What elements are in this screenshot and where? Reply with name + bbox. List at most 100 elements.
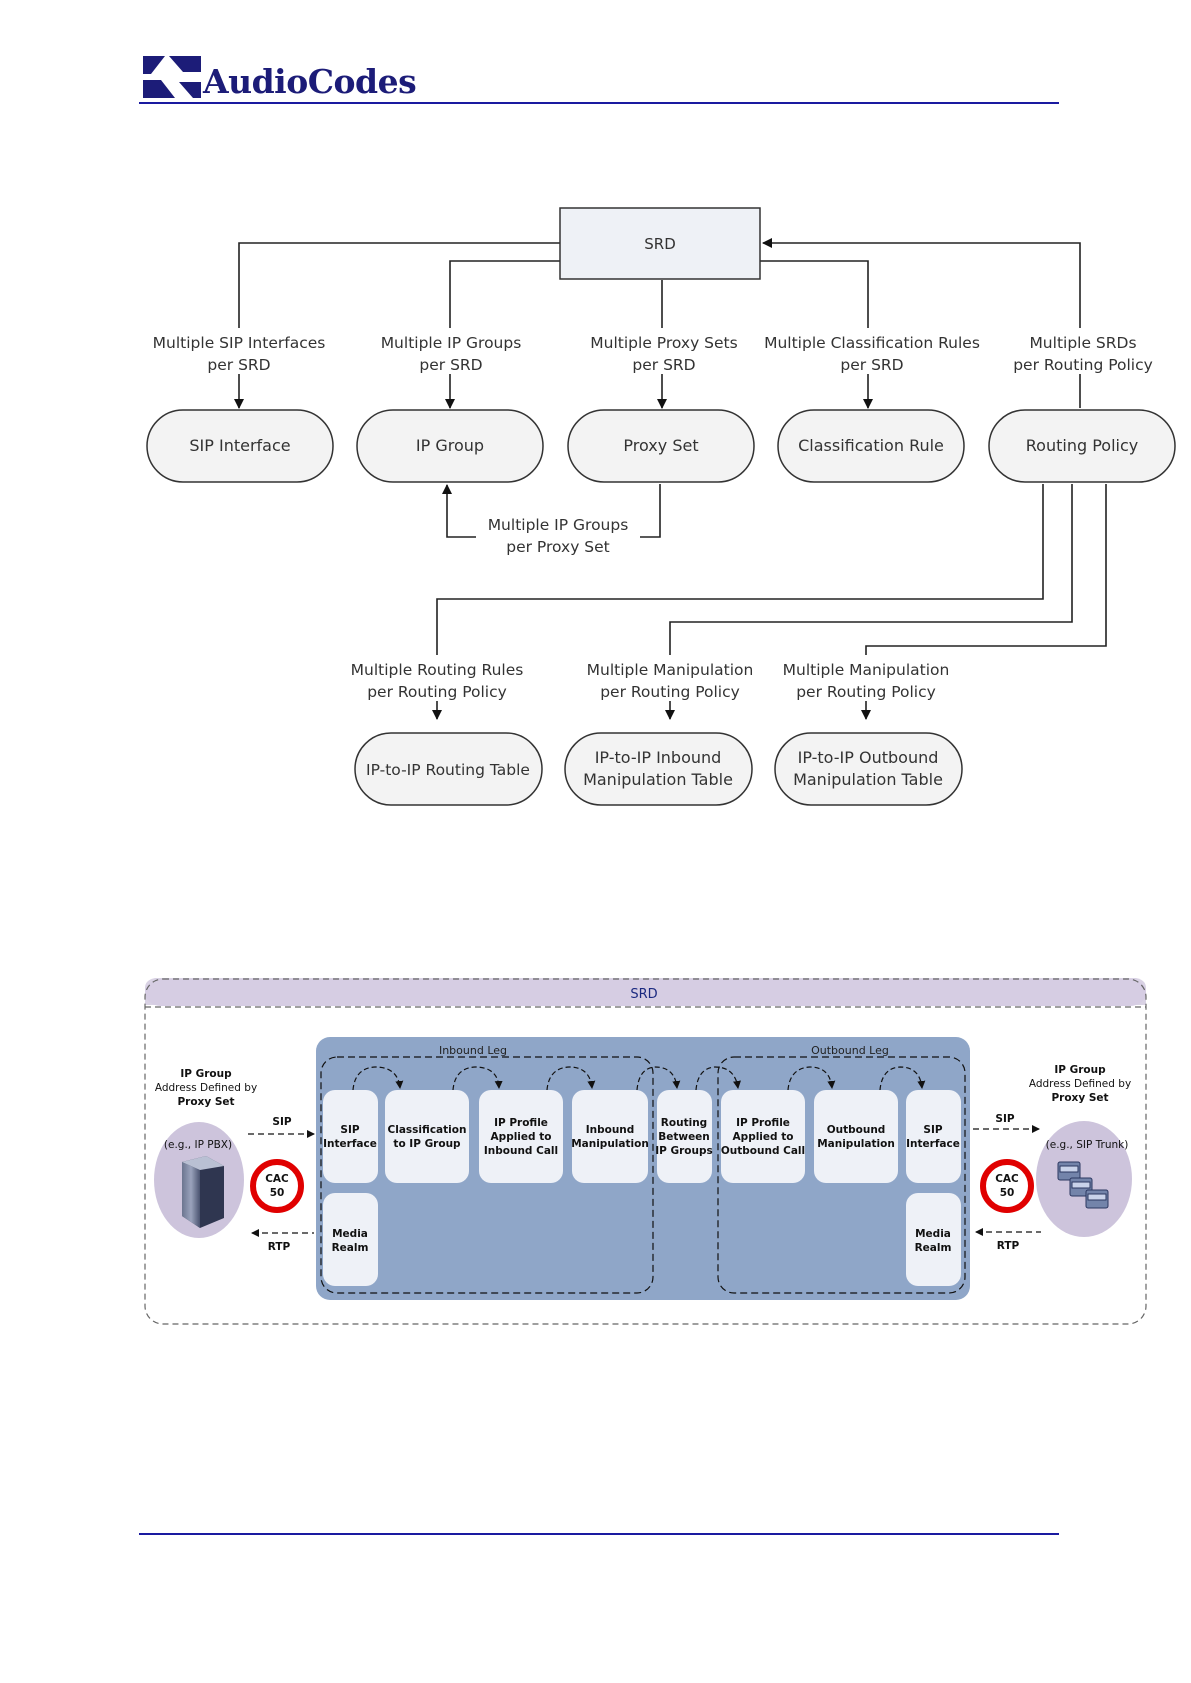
block-ip-profile-out-l1: IP Profile bbox=[736, 1117, 790, 1129]
cac-sign-left: CAC 50 bbox=[250, 1159, 304, 1213]
block-media-realm-in-l2: Realm bbox=[332, 1242, 369, 1254]
block-routing-l1: Routing bbox=[661, 1117, 707, 1129]
right-group-l1: IP Group bbox=[1054, 1064, 1106, 1076]
inbound-leg-frame bbox=[320, 1056, 654, 1294]
audiocodes-logo-icon bbox=[143, 56, 201, 98]
block-sip-interface-in bbox=[323, 1090, 378, 1183]
block-ip-profile-out bbox=[721, 1090, 805, 1183]
block-ip-profile-out-l2: Applied to bbox=[733, 1131, 794, 1143]
node-routing-table bbox=[354, 732, 543, 806]
node-routing-table-label: IP-to-IP Routing Table bbox=[366, 761, 530, 779]
block-media-realm-out bbox=[906, 1193, 961, 1286]
inbound-leg-label: Inbound Leg bbox=[439, 1044, 507, 1057]
node-inbound-manip-l2: Manipulation Table bbox=[583, 770, 733, 789]
node-proxy-set bbox=[567, 409, 755, 483]
srd-label: SRD bbox=[644, 235, 676, 253]
srd-call-flow-diagram: SRD Inbound Leg Outbound Leg SIP Interfa… bbox=[144, 978, 1147, 1325]
block-inbound-manip-l2: Manipulation bbox=[571, 1138, 649, 1150]
phone-icon bbox=[1057, 1161, 1109, 1209]
node-outbound-manip-l1: IP-to-IP Outbound bbox=[798, 748, 939, 767]
rtp-label-left: RTP bbox=[268, 1241, 291, 1253]
block-sip-interface-in-l1: SIP bbox=[340, 1124, 359, 1136]
block-media-realm-out-l2: Realm bbox=[915, 1242, 952, 1254]
node-routing-policy bbox=[988, 409, 1176, 483]
ip-pbx-icon bbox=[182, 1156, 224, 1228]
label-manip-out-l1: Multiple Manipulation bbox=[783, 661, 950, 679]
node-classification-rule-label: Classification Rule bbox=[798, 436, 944, 455]
block-outbound-manip-l2: Manipulation bbox=[817, 1138, 895, 1150]
block-routing-l2: Between bbox=[658, 1131, 710, 1143]
block-inbound-manip-l1: Inbound bbox=[586, 1124, 635, 1136]
brand-name: AudioCodes bbox=[203, 62, 417, 101]
left-device-label: (e.g., IP PBX) bbox=[164, 1139, 232, 1151]
block-media-realm-in-l1: Media bbox=[332, 1228, 368, 1240]
block-ip-profile-in bbox=[479, 1090, 563, 1183]
block-ip-profile-in-l1: IP Profile bbox=[494, 1117, 548, 1129]
node-sip-interface bbox=[146, 409, 334, 483]
block-media-realm-in bbox=[323, 1193, 378, 1286]
left-group-l1: IP Group bbox=[180, 1068, 232, 1080]
label-routing-rules-l2: per Routing Policy bbox=[367, 683, 507, 701]
label-ip-groups-l2: per SRD bbox=[419, 356, 482, 374]
right-device-label: (e.g., SIP Trunk) bbox=[1046, 1139, 1129, 1151]
node-ip-group-label: IP Group bbox=[416, 436, 484, 455]
node-routing-policy-label: Routing Policy bbox=[1026, 436, 1138, 455]
left-group-l3: Proxy Set bbox=[177, 1096, 234, 1108]
block-classification bbox=[385, 1090, 469, 1183]
block-sip-interface-out bbox=[906, 1090, 961, 1183]
label-manip-in-l1: Multiple Manipulation bbox=[587, 661, 754, 679]
label-proxy-sets-l2: per SRD bbox=[632, 356, 695, 374]
label-manip-in-l2: per Routing Policy bbox=[600, 683, 740, 701]
sip-label-left: SIP bbox=[272, 1116, 291, 1128]
label-srds-l1: Multiple SRDs bbox=[1029, 334, 1136, 352]
header-rule bbox=[139, 102, 1059, 104]
cac-right-l1: CAC bbox=[995, 1173, 1019, 1185]
label-routing-rules-l1: Multiple Routing Rules bbox=[351, 661, 524, 679]
left-group-l2: Address Defined by bbox=[155, 1082, 257, 1094]
label-class-rules-l1: Multiple Classification Rules bbox=[764, 334, 980, 352]
label-sip-interfaces-l1: Multiple SIP Interfaces bbox=[153, 334, 326, 352]
block-sip-interface-in-l2: Interface bbox=[323, 1138, 377, 1150]
block-routing-l3: IP Groups bbox=[655, 1145, 713, 1157]
outbound-leg-frame bbox=[717, 1056, 966, 1294]
rtp-label-right: RTP bbox=[997, 1240, 1020, 1252]
cac-right-l2: 50 bbox=[1000, 1187, 1015, 1199]
label-ipg-proxy-l2: per Proxy Set bbox=[506, 538, 610, 556]
label-ipg-proxy-l1: Multiple IP Groups bbox=[488, 516, 629, 534]
srd-container-title: SRD bbox=[630, 987, 657, 1002]
label-class-rules-l2: per SRD bbox=[840, 356, 903, 374]
block-classification-l2: to IP Group bbox=[393, 1138, 461, 1150]
label-proxy-sets-l1: Multiple Proxy Sets bbox=[590, 334, 737, 352]
block-sip-interface-out-l1: SIP bbox=[923, 1124, 942, 1136]
node-ip-group bbox=[356, 409, 544, 483]
node-outbound-manip bbox=[774, 732, 963, 806]
cac-left-l2: 50 bbox=[270, 1187, 285, 1199]
cac-sign-right: CAC 50 bbox=[980, 1159, 1034, 1213]
label-ip-groups-l1: Multiple IP Groups bbox=[381, 334, 522, 352]
block-inbound-manip bbox=[572, 1090, 648, 1183]
node-sip-interface-label: SIP Interface bbox=[189, 436, 290, 455]
label-manip-out-l2: per Routing Policy bbox=[796, 683, 936, 701]
right-group-l3: Proxy Set bbox=[1051, 1092, 1108, 1104]
block-ip-profile-in-l2: Applied to bbox=[491, 1131, 552, 1143]
label-srds-l2: per Routing Policy bbox=[1013, 356, 1153, 374]
node-outbound-manip-l2: Manipulation Table bbox=[793, 770, 943, 789]
block-routing bbox=[657, 1090, 712, 1183]
node-inbound-manip-l1: IP-to-IP Inbound bbox=[595, 748, 722, 767]
cac-left-l1: CAC bbox=[265, 1173, 289, 1185]
block-sip-interface-out-l2: Interface bbox=[906, 1138, 960, 1150]
block-outbound-manip-l1: Outbound bbox=[827, 1124, 886, 1136]
sip-label-right: SIP bbox=[995, 1113, 1014, 1125]
block-outbound-manip bbox=[814, 1090, 898, 1183]
node-inbound-manip bbox=[564, 732, 753, 806]
outbound-leg-label: Outbound Leg bbox=[811, 1044, 889, 1057]
right-group-l2: Address Defined by bbox=[1029, 1078, 1131, 1090]
footer-rule bbox=[139, 1533, 1059, 1535]
block-classification-l1: Classification bbox=[388, 1124, 467, 1136]
label-sip-interfaces-l2: per SRD bbox=[207, 356, 270, 374]
srd-hierarchy-diagram: SRD Multiple SIP Interfaces per SRD Mult… bbox=[146, 207, 1176, 806]
block-media-realm-out-l1: Media bbox=[915, 1228, 951, 1240]
srd-box bbox=[559, 207, 761, 280]
node-classification-rule bbox=[777, 409, 965, 483]
block-ip-profile-in-l3: Inbound Call bbox=[484, 1145, 558, 1157]
